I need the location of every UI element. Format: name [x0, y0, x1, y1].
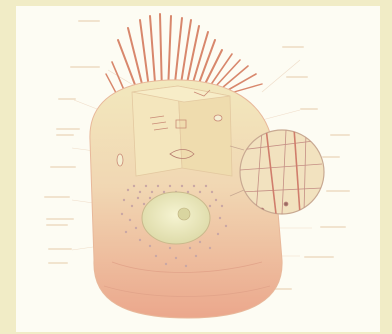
- nucleus: [142, 192, 210, 244]
- cutaway-block: [132, 86, 232, 176]
